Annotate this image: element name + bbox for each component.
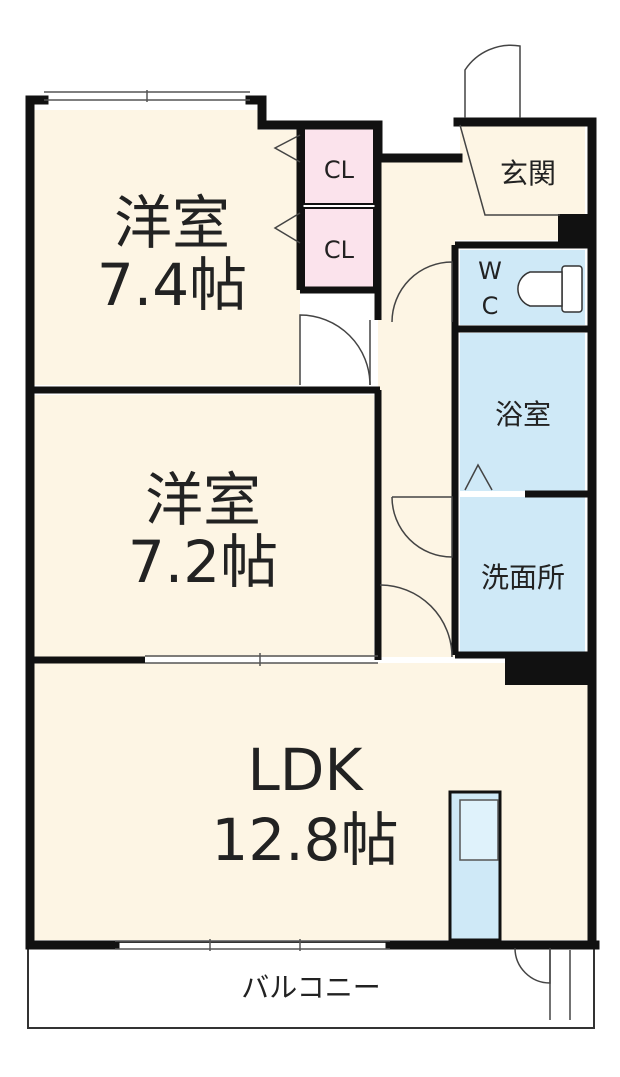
door-swings [273, 44, 571, 1020]
sliding-door-room-2 [145, 653, 378, 666]
wc-label-line1: W [478, 257, 502, 285]
balcony-area [27, 941, 595, 1029]
western-room-2-size: 7.2帖 [128, 528, 278, 596]
closet-1 [303, 127, 375, 205]
closet-1-label: CL [324, 156, 355, 184]
balcony-label: バルコニー [241, 971, 380, 1004]
washroom-label: 洗面所 [481, 561, 565, 594]
window-room-1 [44, 90, 250, 102]
entrance-floor [460, 126, 585, 224]
pillar-ldk [505, 655, 592, 685]
western-room-1-name: 洋室 [114, 189, 230, 257]
wc-label-line2: C [482, 292, 499, 320]
kitchen-sink [459, 799, 499, 861]
bathroom-area [460, 333, 585, 491]
ldk-name: LDK [247, 736, 364, 804]
pillar-entrance [558, 214, 592, 246]
hallway-floor [378, 130, 560, 657]
western-room-1-size: 7.4帖 [97, 251, 247, 319]
western-room-2-floor [34, 395, 374, 657]
outer-walls [25, 95, 600, 950]
bathroom-label: 浴室 [495, 398, 551, 431]
closet-2-label: CL [324, 236, 355, 264]
entrance-label: 玄関 [500, 157, 556, 190]
western-room-1-floor [34, 110, 300, 385]
ldk-size: 12.8帖 [211, 806, 398, 874]
western-room-2-name: 洋室 [145, 466, 261, 534]
washroom-area [460, 497, 585, 652]
window-balcony [115, 939, 390, 951]
toilet-icon [517, 265, 583, 313]
